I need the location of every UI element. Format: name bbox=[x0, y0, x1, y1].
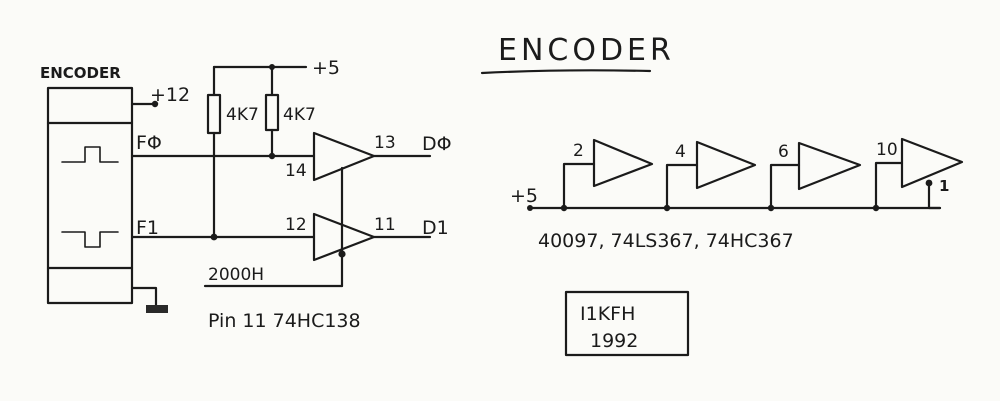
resistor-r1 bbox=[206, 93, 222, 135]
encoder-box-label: ENCODER bbox=[40, 64, 121, 82]
encoder-outline bbox=[46, 86, 134, 305]
ground-wire bbox=[130, 286, 158, 307]
unused-gate-4 bbox=[874, 137, 964, 210]
resistor-r2 bbox=[264, 93, 280, 132]
buffer-gate-top bbox=[312, 131, 432, 182]
waveform-phase1 bbox=[61, 231, 119, 248]
chips-label: 40097, 74LS367, 74HC367 bbox=[538, 230, 794, 252]
waveform-phase0 bbox=[61, 146, 119, 163]
unused-gate-3 bbox=[769, 141, 862, 210]
encoder-module bbox=[46, 86, 134, 305]
gate-pin6-label: 6 bbox=[778, 142, 789, 162]
r1-label: 4K7 bbox=[226, 105, 259, 125]
plus12-label: +12 bbox=[150, 84, 190, 106]
pin14-label: 14 bbox=[285, 161, 307, 181]
plus5-right-label: +5 bbox=[510, 185, 538, 207]
signature-box bbox=[564, 290, 690, 357]
f1-label: F1 bbox=[136, 217, 159, 239]
page-title: ENCODER bbox=[498, 33, 675, 68]
gate-pin10-label: 10 bbox=[876, 140, 898, 160]
d0-label: DΦ bbox=[422, 133, 452, 155]
ground-symbol bbox=[146, 305, 168, 313]
signature-callsign: I1KFH bbox=[580, 303, 635, 325]
address-label: 2000H bbox=[208, 265, 264, 285]
pin-note-label: Pin 11 74HC138 bbox=[208, 310, 361, 332]
f0-label: FΦ bbox=[136, 132, 162, 154]
plus5-top-label: +5 bbox=[312, 57, 340, 79]
unused-gate-2 bbox=[665, 140, 757, 210]
gate-pin2-label: 2 bbox=[573, 141, 584, 161]
unused-gate-1 bbox=[562, 138, 654, 210]
buffer-gate-bottom bbox=[312, 212, 432, 262]
gate-pin1-label: 1 bbox=[939, 177, 949, 195]
title-underline bbox=[480, 69, 652, 75]
r2-label: 4K7 bbox=[283, 105, 316, 125]
gate-pin4-label: 4 bbox=[675, 142, 686, 162]
pin11-label: 11 bbox=[374, 215, 396, 235]
pin12-label: 12 bbox=[285, 215, 307, 235]
signature-year: 1992 bbox=[590, 330, 638, 352]
d1-label: D1 bbox=[422, 217, 449, 239]
pin13-label: 13 bbox=[374, 133, 396, 153]
